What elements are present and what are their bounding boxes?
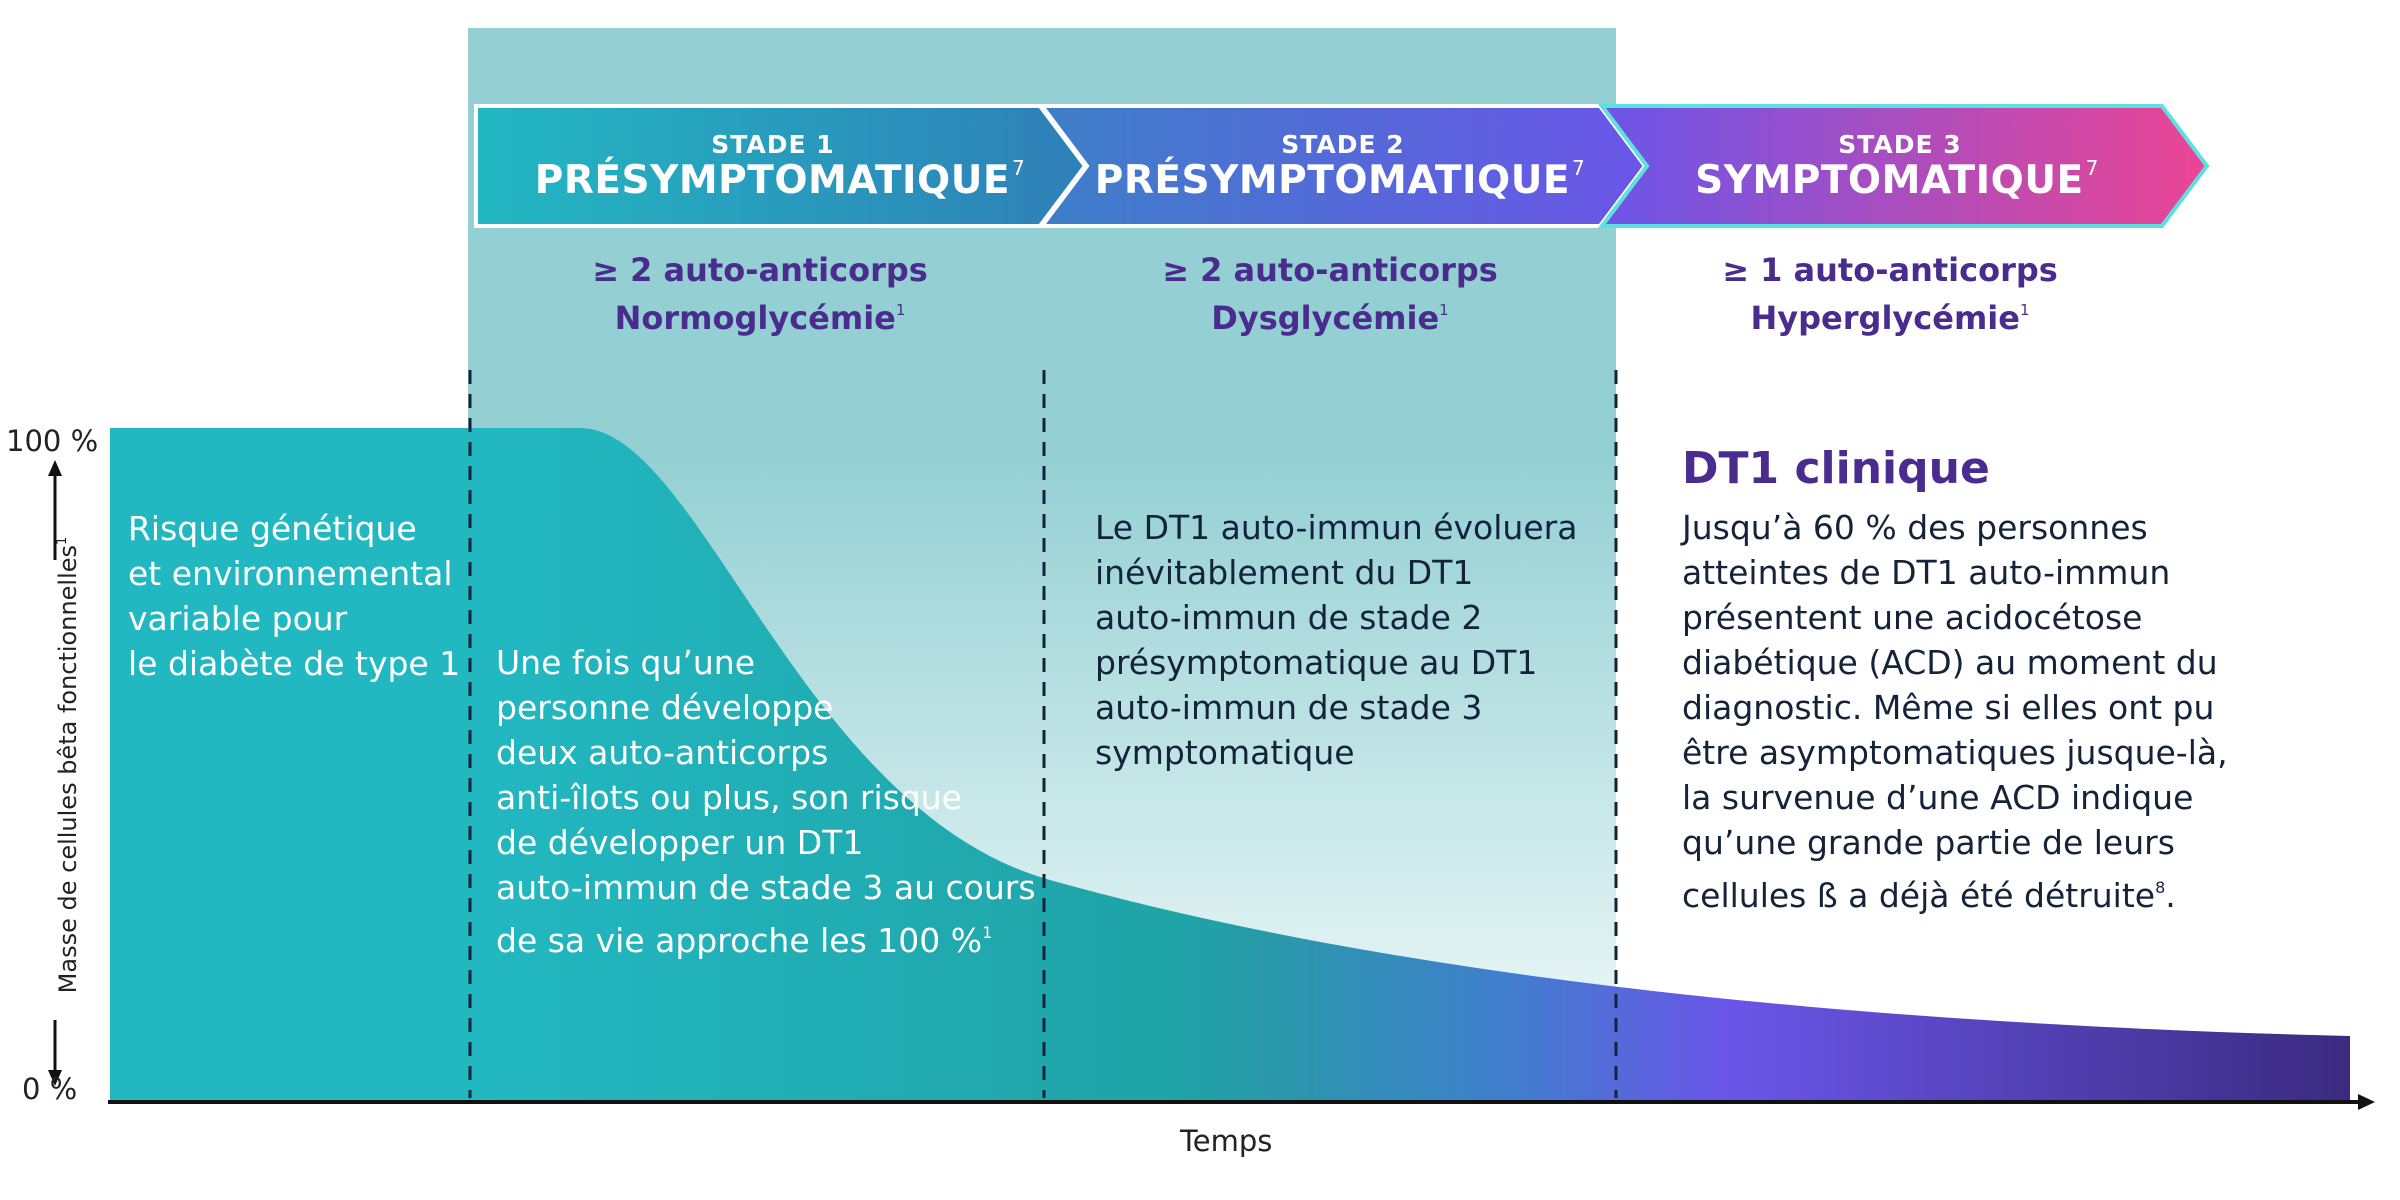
x-axis-title: Temps bbox=[1180, 1124, 1273, 1158]
genetic-risk-text: Risque génétique et environnemental vari… bbox=[128, 509, 461, 683]
stage-2-description: Le DT1 auto-immun évoluera inévitablemen… bbox=[1095, 508, 1578, 772]
clinical-title: DT1 clinique bbox=[1682, 443, 1990, 494]
x-axis-arrowhead bbox=[2358, 1094, 2375, 1110]
y-axis-max-label: 100 % bbox=[6, 424, 99, 458]
clinical-description: Jusqu’à 60 % des personnes atteintes de … bbox=[1682, 508, 2228, 915]
stage-3-criteria: ≥ 1 auto-anticorps Hyperglycémie1 bbox=[1722, 251, 2058, 337]
stage-1-number: STADE 1 bbox=[711, 130, 835, 159]
stage-1-description: Une fois qu’une personne développe deux … bbox=[496, 643, 1036, 960]
stage-3-arrow bbox=[1598, 104, 2210, 228]
stage-3-number: STADE 3 bbox=[1838, 130, 1962, 159]
y-axis-title: Masse de cellules bêta fonctionnelles1 bbox=[54, 536, 82, 994]
y-axis-up-arrowhead bbox=[48, 460, 62, 476]
beta-cell-curve bbox=[468, 428, 2350, 1100]
stage-1-criteria: ≥ 2 auto-anticorps Normoglycémie1 bbox=[592, 251, 928, 337]
stage-2-number: STADE 2 bbox=[1281, 130, 1405, 159]
genetic-risk-block bbox=[110, 428, 470, 1100]
stage-2-criteria: ≥ 2 auto-anticorps Dysglycémie1 bbox=[1162, 251, 1498, 337]
y-axis-down-arrowhead bbox=[48, 1070, 62, 1086]
y-axis-min-label: 0 % bbox=[22, 1072, 78, 1106]
